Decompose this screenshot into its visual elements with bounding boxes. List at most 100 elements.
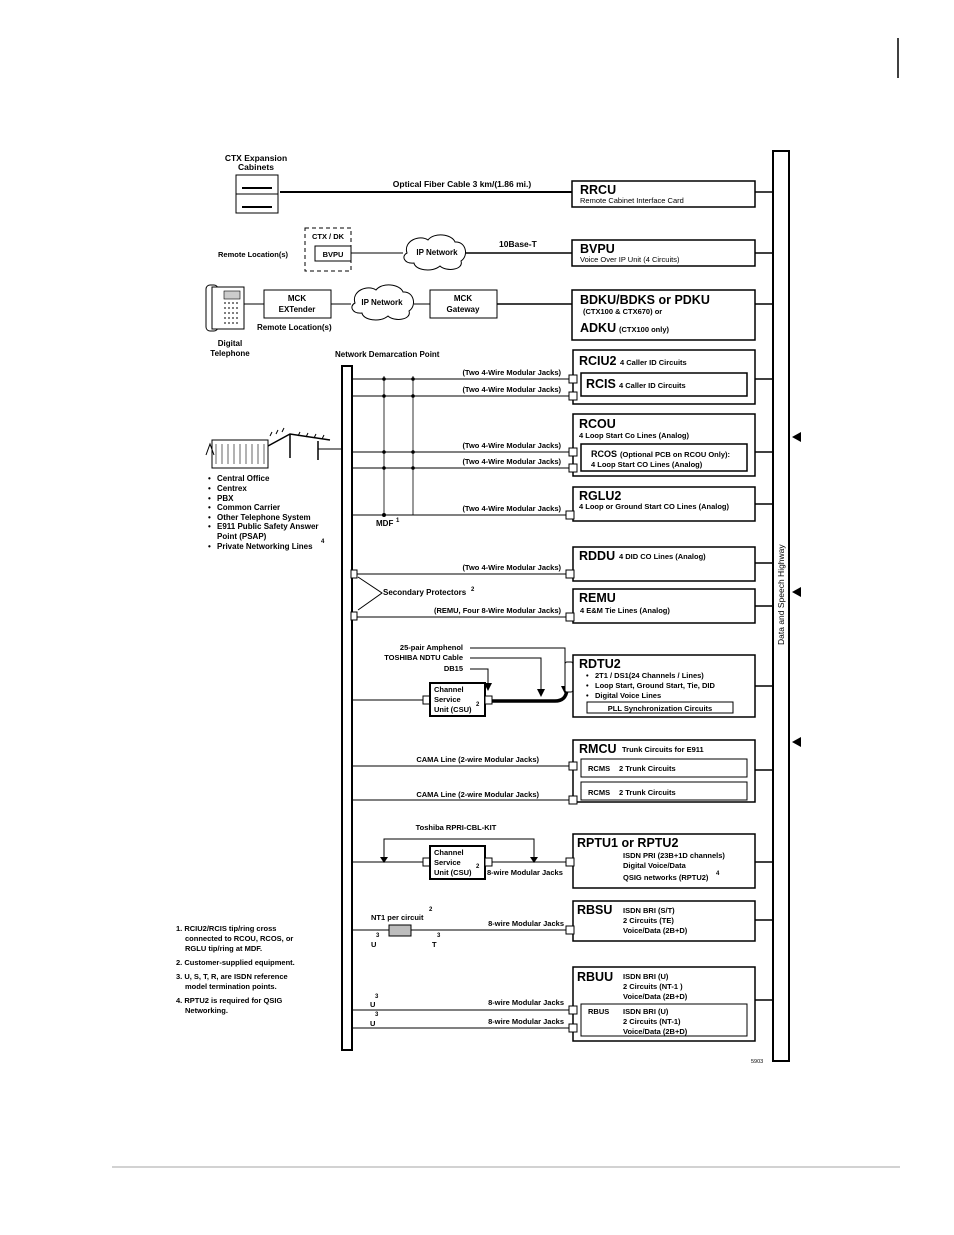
card-title: BDKU/BDKS or PDKU <box>580 293 710 307</box>
csu-box <box>429 682 486 717</box>
card-desc: 2 Circuits (NT-1 ) <box>623 982 683 991</box>
footnote-sup: 2 <box>471 587 475 593</box>
central-office-icon <box>205 427 331 469</box>
card-bdku <box>571 289 756 341</box>
ndtu-cable <box>492 689 569 703</box>
card-desc: 2 Circuits (NT-1) <box>623 1017 681 1026</box>
csu-label: Service <box>434 858 461 867</box>
svg-text:•: • <box>586 681 589 690</box>
figure-number: 5903 <box>751 1059 763 1065</box>
card-rcos <box>580 443 748 472</box>
card-title: RGLU2 <box>579 489 621 503</box>
card-desc: ISDN BRI (U) <box>623 972 669 981</box>
jack-label: (Two 4-Wire Modular Jacks) <box>462 457 561 466</box>
arrow-icon <box>530 857 538 863</box>
jack-icon <box>484 857 493 867</box>
remote-location-label: Remote Location(s) <box>257 323 332 332</box>
cama-label: CAMA Line (2-wire Modular Jacks) <box>416 790 539 799</box>
highway-arrow-icon <box>792 432 801 442</box>
jack-icon <box>568 761 578 771</box>
jack-label: (Two 4-Wire Modular Jacks) <box>462 368 561 377</box>
csu-label: Unit (CSU) <box>434 868 472 877</box>
amphenol-connector-icon <box>564 661 574 693</box>
cama-label: CAMA Line (2-wire Modular Jacks) <box>416 755 539 764</box>
card-desc: 4 E&M Tie Lines (Analog) <box>580 606 670 615</box>
eight-wire-label: 8-wire Modular Jacks <box>488 998 564 1007</box>
svg-text:•: • <box>586 671 589 680</box>
card-desc: 4 Caller ID Circuits <box>619 381 686 390</box>
mdf-label: MDF <box>376 519 393 528</box>
card-title: RRCU <box>580 183 616 197</box>
highway-arrow-icon <box>792 737 801 747</box>
jack-label: (REMU, Four 8-Wire Modular Jacks) <box>434 606 562 615</box>
card-rbsu <box>572 900 756 942</box>
jack-label: (Two 4-Wire Modular Jacks) <box>462 385 561 394</box>
carrier-item: Common Carrier <box>217 503 280 512</box>
svg-text:•: • <box>208 484 211 493</box>
ctx-expansion-label: CTX Expansion <box>225 153 287 163</box>
jack-label: (Two 4-Wire Modular Jacks) <box>462 504 561 513</box>
note-line: 2. Customer-supplied equipment. <box>176 958 295 967</box>
note-line: RGLU tip/ring at MDF. <box>185 944 262 953</box>
card-desc: Voice Over IP Unit (4 Circuits) <box>580 255 680 264</box>
svg-text:•: • <box>208 513 211 522</box>
cloud-icon <box>403 234 467 271</box>
jack-icon <box>568 1023 578 1033</box>
bvpu-remote-label: BVPU <box>323 250 344 259</box>
mck-gateway-label: MCK <box>454 294 472 303</box>
card-desc: (Optional PCB on RCOU Only): <box>620 450 730 459</box>
mck-gateway-label: Gateway <box>447 305 480 314</box>
card-desc: (CTX100 & CTX670) or <box>583 307 662 316</box>
footnote-sup: 1 <box>396 518 400 524</box>
footnote-sup: 2 <box>476 864 480 870</box>
card-title: RBUS <box>588 1007 609 1016</box>
jack-icon <box>568 1005 578 1015</box>
jack-icon <box>568 463 578 473</box>
carrier-item: Private Networking Lines <box>217 542 313 551</box>
pll-box <box>586 701 734 714</box>
ref-point-label: U <box>370 1000 375 1009</box>
highway-arrow-icon <box>792 587 801 597</box>
jack-icon <box>565 925 575 935</box>
carrier-item: PBX <box>217 494 234 503</box>
card-title: RCMS <box>588 788 610 797</box>
ip-network-label: IP Network <box>361 298 403 307</box>
csu-label: Service <box>434 695 461 704</box>
remote-ctx-dk-box <box>304 227 352 272</box>
card-title: REMU <box>579 591 616 605</box>
card-title: RMCU <box>579 742 617 756</box>
ctx-expansion-label: Cabinets <box>238 162 274 172</box>
card-title: RDTU2 <box>579 657 621 671</box>
csu-label: Channel <box>434 685 464 694</box>
card-title: RCIS <box>586 377 616 391</box>
jack-label: (Two 4-Wire Modular Jacks) <box>462 563 561 572</box>
card-rddu <box>572 546 756 582</box>
footnote-sup: 2 <box>429 907 433 913</box>
card-title: RDDU <box>579 549 615 563</box>
card-desc: 2 Trunk Circuits <box>619 788 676 797</box>
fiber-label: Optical Fiber Cable 3 km/(1.86 mi.) <box>393 179 532 189</box>
card-desc: Voice/Data (2B+D) <box>623 992 688 1001</box>
rpri-kit-bracket <box>383 838 535 859</box>
card-desc: Loop Start, Ground Start, Tie, DID <box>595 681 715 690</box>
protector-icon <box>350 611 358 621</box>
digital-telephone-label: Telephone <box>210 349 250 358</box>
card-desc: ISDN PRI (23B+1D channels) <box>623 851 725 860</box>
note-line: model termination points. <box>185 982 277 991</box>
svg-text:•: • <box>208 503 211 512</box>
jack-icon <box>568 447 578 457</box>
card-desc: Digital Voice/Data <box>623 861 687 870</box>
protector-bracket <box>357 576 383 611</box>
card-rbus <box>580 1003 748 1037</box>
ip-network-label: IP Network <box>416 248 458 257</box>
note-line: 3. U, S, T, R, are ISDN reference <box>176 972 288 981</box>
card-rcms <box>580 758 748 778</box>
footnote-sup: 3 <box>375 1012 379 1018</box>
pll-label: PLL Synchronization Circuits <box>608 704 712 713</box>
jack-icon <box>565 857 575 867</box>
card-title: BVPU <box>580 242 615 256</box>
network-bus <box>341 365 353 1051</box>
card-desc: Voice/Data (2B+D) <box>623 1027 688 1036</box>
remote-location-label: Remote Location(s) <box>218 250 289 259</box>
highway-label: Data and Speech Highway <box>776 544 786 645</box>
